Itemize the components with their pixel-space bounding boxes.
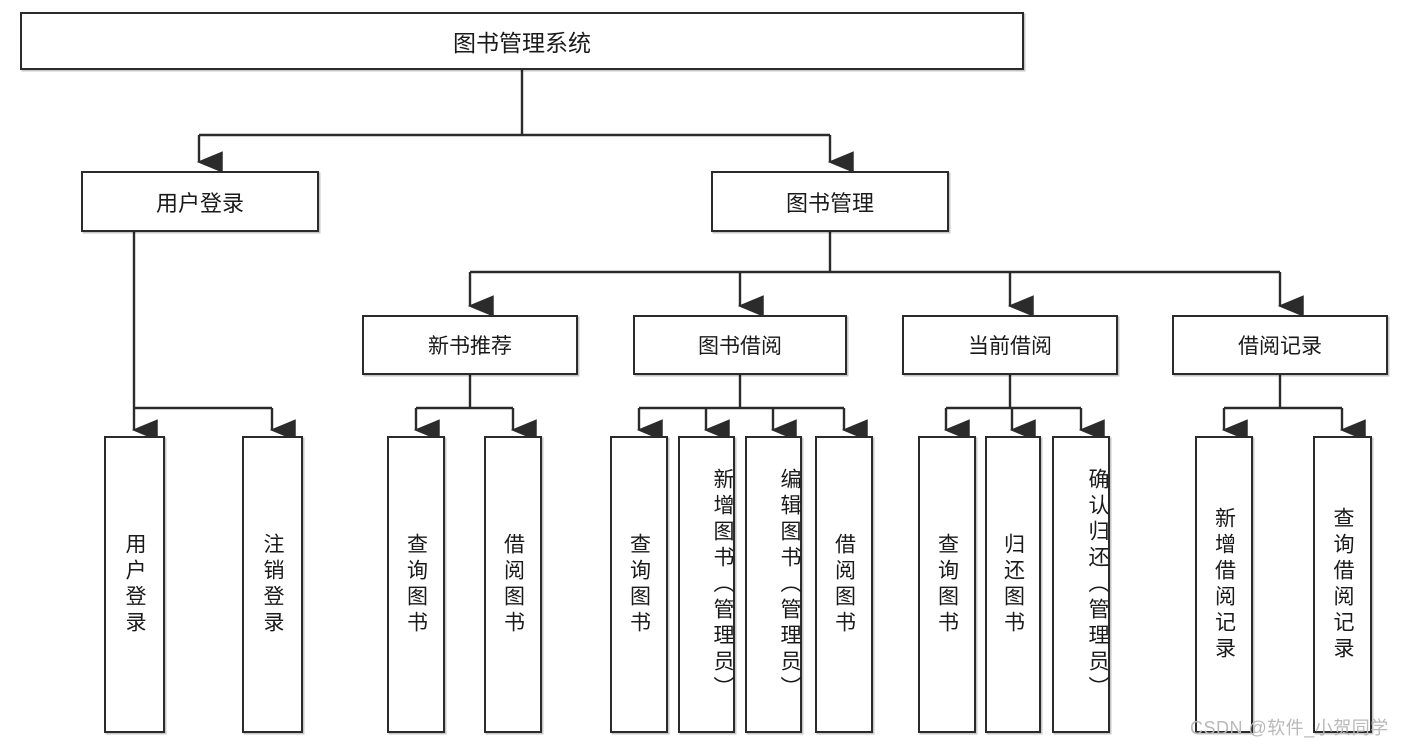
- node-new-book-recommend[interactable]: 新书推荐: [362, 315, 578, 375]
- node-label: 编辑图书（管理员）: [778, 467, 801, 702]
- node-label: 用户登录: [155, 190, 244, 216]
- node-label: 当前借阅: [968, 335, 1052, 358]
- leaf-borrow-edit-book-admin[interactable]: 编辑图书（管理员）: [745, 436, 802, 733]
- leaf-recommend-query-book[interactable]: 查询图书: [387, 436, 445, 733]
- node-label: 查询图书: [627, 532, 651, 637]
- leaf-user-logout[interactable]: 注销登录: [242, 436, 303, 733]
- node-label: 确认归还（管理员）: [1086, 467, 1109, 702]
- node-current-borrow[interactable]: 当前借阅: [902, 315, 1118, 375]
- leaf-record-query-record[interactable]: 查询借阅记录: [1313, 436, 1372, 733]
- leaf-user-login[interactable]: 用户登录: [104, 436, 165, 733]
- node-label: 借阅图书: [501, 532, 525, 637]
- node-book-borrow[interactable]: 图书借阅: [633, 315, 847, 375]
- node-label: 新书推荐: [428, 335, 512, 358]
- node-label: 用户登录: [123, 532, 146, 637]
- node-label: 借阅图书: [832, 532, 856, 637]
- leaf-current-query-book[interactable]: 查询图书: [918, 436, 976, 733]
- leaf-current-return-book[interactable]: 归还图书: [985, 436, 1041, 733]
- leaf-borrow-add-book-admin[interactable]: 新增图书（管理员）: [678, 436, 735, 733]
- node-root[interactable]: 图书管理系统: [20, 12, 1024, 70]
- node-label: 新增图书（管理员）: [711, 467, 734, 702]
- node-borrow-record[interactable]: 借阅记录: [1172, 315, 1388, 375]
- node-label: 图书借阅: [698, 335, 782, 358]
- node-book-management[interactable]: 图书管理: [711, 171, 949, 232]
- node-label: 归还图书: [1001, 532, 1025, 637]
- leaf-borrow-borrow-book[interactable]: 借阅图书: [815, 436, 873, 733]
- node-label: 图书管理: [785, 190, 874, 216]
- node-label: 查询图书: [404, 532, 428, 637]
- node-label: 借阅记录: [1238, 335, 1322, 358]
- node-label: 注销登录: [261, 532, 284, 637]
- leaf-current-confirm-return-admin[interactable]: 确认归还（管理员）: [1052, 436, 1110, 733]
- leaf-record-add-record[interactable]: 新增借阅记录: [1195, 436, 1253, 733]
- node-label: 新增借阅记录: [1212, 506, 1236, 663]
- leaf-recommend-borrow-book[interactable]: 借阅图书: [484, 436, 542, 733]
- leaf-borrow-query-book[interactable]: 查询图书: [610, 436, 668, 733]
- node-label: 查询图书: [935, 532, 959, 637]
- node-user-login[interactable]: 用户登录: [81, 171, 319, 232]
- node-label: 查询借阅记录: [1331, 506, 1354, 663]
- node-label: 图书管理系统: [453, 30, 591, 56]
- watermark: CSDN @软件_小贺同学: [1190, 718, 1389, 738]
